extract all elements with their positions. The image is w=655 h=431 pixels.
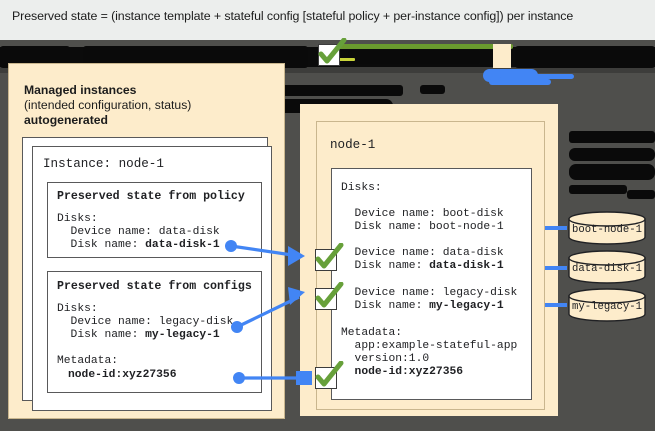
- disk-cylinder-icon: [568, 211, 646, 245]
- redaction-list-bar-3: [569, 164, 655, 180]
- disk-cylinder-label-legacy: my-legacy-1: [572, 301, 642, 313]
- disk-cylinder-icon: [568, 288, 646, 322]
- redaction-blob-5: [525, 48, 593, 58]
- redaction-list-bar-1: [569, 131, 655, 143]
- disk-cylinder-boot: boot-node-1: [567, 211, 647, 245]
- live-device-boot-disk: Device name: boot-disk: [341, 208, 504, 220]
- live-disk-legacy-prefix: Disk name:: [341, 300, 430, 312]
- disk-cylinder-legacy: my-legacy-1: [567, 288, 647, 322]
- live-disks-label: Disks:: [341, 182, 382, 194]
- configs-metadata-nodeid: node-id:xyz27356: [68, 369, 177, 381]
- policy-disks-label: Disks:: [57, 213, 98, 225]
- live-node-title: node-1: [330, 138, 376, 152]
- check-badge-legacy-disk: [315, 288, 337, 310]
- live-metadata-nodeid: node-id:xyz27356: [341, 366, 464, 378]
- caption-text: Preserved state = (instance template + s…: [12, 9, 574, 23]
- instance-card-header: Instance: node-1: [43, 157, 164, 171]
- redaction-list-bar-5: [627, 190, 655, 199]
- caption-band: [0, 0, 655, 40]
- disk-cylinder-label-boot: boot-node-1: [572, 224, 642, 236]
- live-metadata-app: app:example-stateful-app: [341, 340, 518, 352]
- configs-disk-name-value: my-legacy-1: [145, 329, 220, 341]
- live-disk-legacy-value: my-legacy-1: [429, 300, 504, 312]
- live-disk-boot-value: boot-node-1: [429, 221, 504, 233]
- check-badge-data-disk: [315, 249, 337, 271]
- green-highlight-bar: [336, 44, 513, 49]
- redaction-band: [0, 67, 655, 73]
- live-metadata-label: Metadata:: [341, 327, 403, 339]
- preserved-state-policy-title: Preserved state from policy: [57, 190, 245, 203]
- live-metadata-version: version:1.0: [341, 353, 430, 365]
- live-device-data-disk: Device name: data-disk: [341, 247, 504, 259]
- redaction-blue-blob-b: [500, 74, 574, 79]
- managed-instances-tag: autogenerated: [24, 113, 108, 127]
- cream-sliver-top: [493, 44, 511, 68]
- redaction-blue-blob-c: [489, 79, 551, 85]
- configs-device-name: Device name: legacy-disk: [57, 316, 234, 328]
- redaction-blob-3: [348, 50, 480, 64]
- disk-cylinder-data: data-disk-1: [567, 250, 647, 284]
- configs-metadata-label: Metadata:: [57, 355, 119, 367]
- preserved-state-configs-title: Preserved state from configs: [57, 280, 252, 293]
- configs-disks-label: Disks:: [57, 303, 98, 315]
- configs-disk-name-prefix: Disk name:: [57, 329, 146, 341]
- disk-cylinder-icon: [568, 250, 646, 284]
- disk-cylinder-label-data: data-disk-1: [572, 263, 642, 275]
- policy-device-name: Device name: data-disk: [57, 226, 220, 238]
- redaction-list-bar-2: [569, 148, 655, 161]
- check-badge-top: [318, 44, 340, 66]
- redaction-list-bar-4: [569, 185, 627, 194]
- policy-disk-name-value: data-disk-1: [145, 239, 220, 251]
- managed-instances-subtitle: (intended configuration, status): [24, 98, 192, 112]
- redaction-blob-2: [83, 46, 308, 68]
- managed-instances-title: Managed instances: [24, 83, 137, 97]
- redaction-blob-1: [0, 46, 70, 68]
- preserved-state-configs-box: [47, 271, 262, 393]
- check-badge-node-id: [315, 367, 337, 389]
- live-disk-data-value: data-disk-1: [429, 260, 504, 272]
- live-device-legacy-disk: Device name: legacy-disk: [341, 287, 518, 299]
- redaction-blob-8: [420, 85, 445, 94]
- live-disk-boot-prefix: Disk name:: [341, 221, 430, 233]
- policy-disk-name-prefix: Disk name:: [57, 239, 146, 251]
- live-disk-data-prefix: Disk name:: [341, 260, 430, 272]
